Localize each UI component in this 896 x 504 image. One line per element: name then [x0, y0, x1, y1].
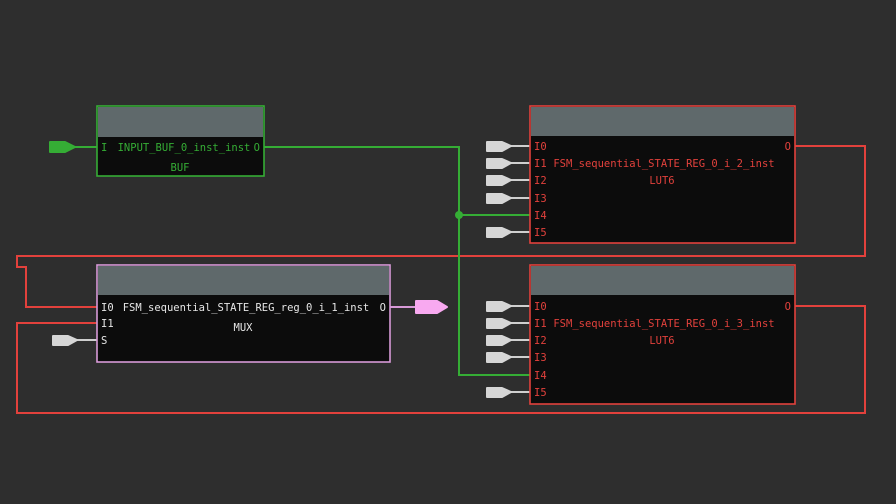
mux-instance-name: FSM_sequential_STATE_REG_reg_0_i_1_inst: [123, 302, 370, 314]
lut3-port-i2[interactable]: I2: [534, 335, 547, 347]
stub-connector[interactable]: [486, 141, 512, 152]
mux-port-i1[interactable]: I1: [101, 318, 114, 330]
stub-connector[interactable]: [486, 301, 512, 312]
input-port-connector[interactable]: [49, 141, 76, 153]
lut3-port-i4[interactable]: I4: [534, 370, 547, 382]
lut2-cell-type: LUT6: [649, 175, 674, 187]
stub-connector[interactable]: [486, 227, 512, 238]
block-buf[interactable]: I O INPUT_BUF_0_inst_inst BUF: [96, 105, 265, 177]
stub-connector[interactable]: [486, 387, 512, 398]
stub-connector[interactable]: [486, 158, 512, 169]
buf-port-o[interactable]: O: [254, 142, 260, 154]
lut2-port-i5[interactable]: I5: [534, 227, 547, 239]
mux-block-header: [98, 266, 389, 295]
block-lut2[interactable]: I0 I1 I2 I3 I4 I5 O FSM_sequential_STATE…: [529, 105, 796, 244]
net-lut2-out[interactable]: [16, 145, 866, 308]
stub-connector[interactable]: [486, 318, 512, 329]
lut2-input-stubs: [486, 141, 530, 238]
mux-port-s[interactable]: S: [101, 335, 107, 347]
stub-connector[interactable]: [52, 335, 78, 346]
buf-instance-name: INPUT_BUF_0_inst_inst: [118, 142, 251, 154]
lut3-port-o[interactable]: O: [785, 301, 791, 313]
lut2-port-i1[interactable]: I1: [534, 158, 547, 170]
net-lut3-out[interactable]: [16, 305, 866, 414]
lut3-input-stubs: [486, 301, 530, 398]
stub-connector[interactable]: [486, 335, 512, 346]
block-mux[interactable]: I0 I1 S O FSM_sequential_STATE_REG_reg_0…: [96, 264, 391, 363]
lut3-cell-type: LUT6: [649, 335, 674, 347]
mux-s-stub: [52, 335, 97, 346]
output-port-connector[interactable]: [415, 300, 448, 314]
lut2-instance-name: FSM_sequential_STATE_REG_0_i_2_inst: [553, 158, 774, 170]
buf-cell-type: BUF: [171, 162, 190, 174]
mux-port-o[interactable]: O: [380, 302, 386, 314]
lut2-port-i2[interactable]: I2: [534, 175, 547, 187]
mux-cell-type: MUX: [234, 322, 254, 334]
lut2-block-header: [531, 107, 794, 136]
buf-port-i[interactable]: I: [101, 142, 107, 154]
mux-port-i0[interactable]: I0: [101, 302, 114, 314]
lut2-port-i3[interactable]: I3: [534, 193, 547, 205]
lut2-port-i4[interactable]: I4: [534, 210, 547, 222]
lut3-port-i3[interactable]: I3: [534, 352, 547, 364]
block-lut3[interactable]: I0 I1 I2 I3 I4 I5 O FSM_sequential_STATE…: [529, 264, 796, 405]
stub-connector[interactable]: [486, 193, 512, 204]
stub-connector[interactable]: [486, 175, 512, 186]
stub-connector[interactable]: [486, 352, 512, 363]
lut2-port-o[interactable]: O: [785, 141, 791, 153]
lut3-block-header: [531, 266, 794, 295]
net-buf-out[interactable]: [264, 146, 530, 376]
lut3-port-i1[interactable]: I1: [534, 318, 547, 330]
net-junction-dot: [455, 211, 463, 219]
lut3-port-i0[interactable]: I0: [534, 301, 547, 313]
lut3-instance-name: FSM_sequential_STATE_REG_0_i_3_inst: [553, 318, 774, 330]
buf-block-header: [98, 107, 263, 137]
lut2-port-i0[interactable]: I0: [534, 141, 547, 153]
lut3-port-i5[interactable]: I5: [534, 387, 547, 399]
